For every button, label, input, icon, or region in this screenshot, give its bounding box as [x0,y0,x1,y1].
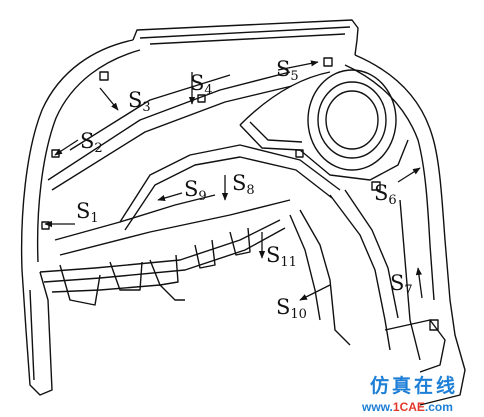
watermark-url: www.1CAE.com [361,400,453,414]
label-s9: S9 [184,177,207,204]
watermark: 仿真在线 www.1CAE.com [361,374,458,414]
arrow-s2 [54,139,79,156]
label-s1: S1 [76,199,99,226]
label-s5: S5 [276,57,299,84]
watermark-url-suffix: .com [425,400,453,414]
watermark-url-prefix: www. [361,400,393,414]
label-s8: S8 [232,171,255,198]
label-s6: S6 [374,181,397,208]
arrow-s6 [397,167,421,183]
arrow-s9 [157,192,183,202]
arrow-s3 [99,87,119,111]
label-s10: S10 [276,295,307,322]
label-s3: S3 [128,88,151,115]
label-s7: S7 [390,271,413,298]
arrow-s5 [277,60,319,71]
part-outline [20,19,466,406]
watermark-url-brand: 1CAE [393,400,425,414]
label-s4: S4 [190,71,213,98]
label-s11: S11 [266,243,297,270]
direction-arrows [44,60,423,301]
region-labels: S1 S2 S3 S4 S5 S6 S7 S8 S9 S10 S11 [76,57,413,322]
label-s2: S2 [80,129,103,156]
arrow-s7 [415,267,423,299]
watermark-chinese: 仿真在线 [370,374,458,397]
arrow-s10 [299,284,331,301]
